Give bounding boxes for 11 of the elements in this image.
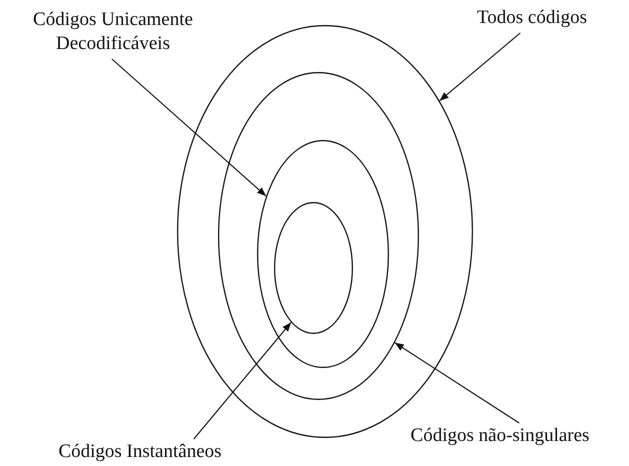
- set-label: Códigos Instantâneos: [28, 440, 252, 466]
- set-ellipse: [218, 72, 419, 400]
- set-ellipse: [274, 202, 353, 334]
- leader-arrow: [394, 342, 520, 424]
- set-label: Todos códigos: [448, 6, 616, 32]
- set-label: Códigos Unicamente Decodificáveis: [4, 8, 222, 58]
- leader-arrow: [439, 32, 521, 102]
- set-ellipse: [257, 140, 389, 368]
- leader-arrow: [193, 322, 292, 440]
- leader-arrow: [112, 58, 266, 197]
- set-label: Códigos não-singulares: [380, 424, 620, 450]
